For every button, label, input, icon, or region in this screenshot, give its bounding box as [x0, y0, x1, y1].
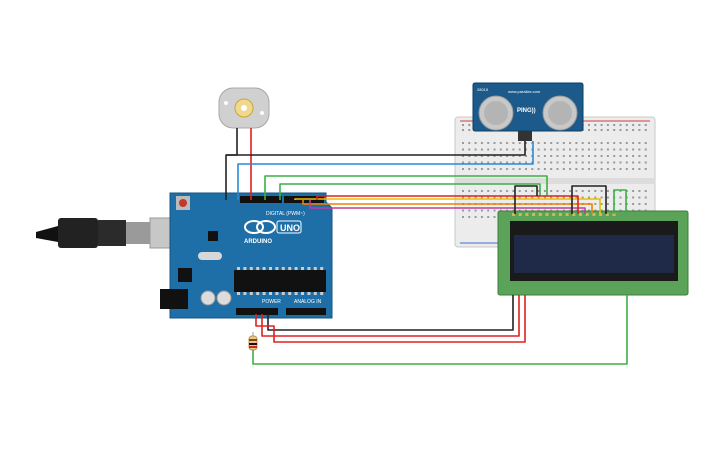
reset-button-icon[interactable]	[176, 196, 190, 210]
wire-bb-black-1	[514, 185, 538, 214]
ultrasonic-sensor: PING)) www.parallax.com 28015	[472, 82, 584, 141]
dc-motor-icon	[218, 87, 270, 129]
wire-sensor-black	[226, 141, 526, 156]
wire-sensor-blue	[237, 141, 534, 200]
wire-5v-red-1	[261, 295, 520, 337]
wire-red-data	[316, 195, 579, 214]
resistor-icon	[248, 332, 258, 351]
power-header-label: POWER	[262, 299, 281, 305]
arduino-uno-board: ARDUINO UNO DIGITAL (PWM~) POWER ANALOG …	[36, 192, 333, 319]
arduino-logo-text: ARDUINO	[244, 239, 272, 245]
sensor-brand-label: PING))	[517, 108, 536, 114]
wires	[225, 128, 628, 365]
wire-5v-red-2	[255, 295, 526, 343]
wire-bb-green-3	[613, 189, 627, 214]
analog-header-label: ANALOG IN	[294, 299, 322, 305]
lcd-header-pins	[512, 213, 616, 216]
wire-motor-black	[225, 128, 238, 200]
wire-gnd-black	[267, 295, 514, 331]
wire-bb-black-2	[571, 185, 607, 214]
arduino-logo	[244, 220, 276, 234]
wire-magenta	[309, 200, 586, 214]
sensor-model-label: 28015	[477, 87, 489, 92]
wire-resistor-green	[252, 295, 628, 365]
microcontroller-pins	[237, 267, 324, 295]
digital-pins-label: DIGITAL (PWM~)	[266, 211, 305, 217]
wire-green-1	[264, 175, 548, 200]
board-model-badge: UNO	[280, 223, 300, 233]
wire-yellow	[294, 198, 601, 214]
wire-orange	[302, 200, 593, 214]
lcd-display	[497, 210, 689, 296]
wire-green-2	[279, 183, 541, 200]
sensor-url-label: www.parallax.com	[508, 89, 541, 94]
